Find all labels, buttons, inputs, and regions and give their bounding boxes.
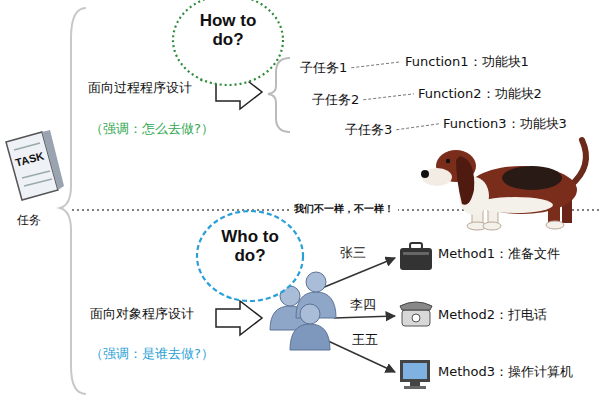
person-name: 李四 <box>350 297 376 313</box>
phone-handset <box>400 302 432 310</box>
speech-bubble: Who to do? <box>195 209 305 303</box>
emphasis-note: （强调：怎么去做?） <box>90 121 214 137</box>
person-name: 王五 <box>352 332 378 348</box>
basset-hound <box>421 140 586 230</box>
monitor-stand <box>410 382 420 386</box>
dog-paw <box>546 221 564 229</box>
case-body <box>400 248 432 270</box>
dog-saddle <box>502 166 562 190</box>
method-name: Method1：准备文件 <box>438 246 560 262</box>
divider-text: 我们不一样，不一样！ <box>290 203 398 215</box>
dog-nose <box>421 170 429 178</box>
leader-line <box>363 94 414 100</box>
dog-paw <box>483 222 501 230</box>
leader-line <box>351 62 401 68</box>
method-name: Method3：操作计算机 <box>438 364 573 380</box>
computer-icon <box>400 360 430 389</box>
function-block: Function2：功能块2 <box>418 86 542 102</box>
monitor <box>400 360 430 382</box>
phone-icon <box>400 302 432 326</box>
leader-line <box>396 124 439 130</box>
phone-dial <box>412 314 420 322</box>
bubble-text: How to do? <box>189 11 267 50</box>
person-name: 张三 <box>340 245 366 261</box>
document-line <box>24 179 52 186</box>
case-handle <box>410 243 422 249</box>
paradigm-name: 面向对象程序设计 <box>90 306 194 322</box>
document-line <box>22 171 50 178</box>
phone-base <box>402 310 430 326</box>
function-block: Function1：功能块1 <box>405 54 529 70</box>
assign-arrow <box>322 258 395 288</box>
person-head <box>300 304 320 324</box>
function-block: Function3：功能块3 <box>443 116 567 132</box>
dog-eye <box>446 159 450 163</box>
emphasis-note: （强调：是谁去做?） <box>90 346 214 362</box>
sub-task: 子任务2 <box>312 92 359 108</box>
task-caption: 任务 <box>17 213 41 227</box>
dog-snout <box>422 168 452 186</box>
task-document-icon <box>6 130 64 200</box>
paradigm-name: 面向过程程序设计 <box>88 80 192 96</box>
person-head <box>306 272 326 292</box>
document-line <box>14 143 40 150</box>
method-name: Method2：打电话 <box>438 307 547 323</box>
icon-text: TASK <box>14 149 46 169</box>
hollow-arrow <box>216 301 262 335</box>
dog-ear <box>456 156 474 205</box>
person-body <box>290 324 330 350</box>
dog-tail <box>570 140 586 186</box>
sub-task: 子任务1 <box>300 60 347 76</box>
bubble-ellipse <box>173 0 283 85</box>
left-brace <box>60 8 86 394</box>
sub-task: 子任务3 <box>345 122 392 138</box>
speech-bubble: How to do? <box>171 0 285 87</box>
screen <box>403 363 427 379</box>
case-strap <box>403 252 429 255</box>
assign-arrow <box>334 316 395 318</box>
monitor-base <box>404 386 426 389</box>
bubble-text: Who to do? <box>211 227 289 266</box>
briefcase-icon <box>400 243 432 270</box>
bubble-ellipse <box>197 211 303 301</box>
